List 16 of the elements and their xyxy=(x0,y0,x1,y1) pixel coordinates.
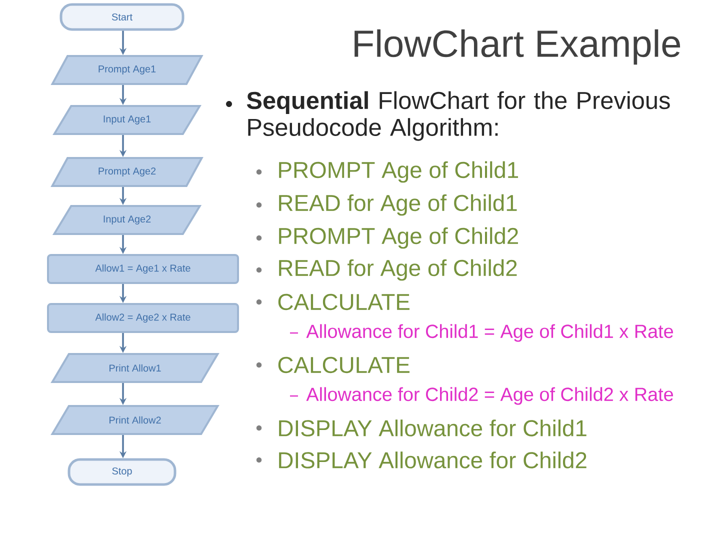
bullet-text: CALCULATE xyxy=(278,294,410,310)
bullet-text: READ for Age of Child2 xyxy=(279,259,517,281)
bullet-text: DISPLAY Allowance for Child1 xyxy=(279,420,586,436)
bullet-text: PROMPT Age of Child1 xyxy=(279,161,518,183)
bullet-text: Allowance for Child1 = Age of Child1 x Rate xyxy=(306,324,674,342)
bullet-text: CALCULATE xyxy=(278,356,410,374)
bullet-text: PROMPT Age of Child2 xyxy=(279,227,518,249)
title: FlowChart Example xyxy=(354,29,680,65)
process-box: Allow2 = Age2 x Rate xyxy=(47,303,239,333)
terminal-box: Start xyxy=(60,3,184,31)
bullet-text: DISPLAY Allowance for Child2 xyxy=(279,452,586,468)
bullet-text: Sequential FlowChart for the Previous Pseudocode Algorithm: xyxy=(246,91,670,141)
process-box: Allow1 = Age1 x Rate xyxy=(47,254,239,284)
bullet-text: READ for Age of Child1 xyxy=(279,194,517,216)
bullet-text: Allowance for Child2 = Age of Child2 x Rate xyxy=(306,387,674,405)
terminal-box: Stop xyxy=(68,458,176,486)
